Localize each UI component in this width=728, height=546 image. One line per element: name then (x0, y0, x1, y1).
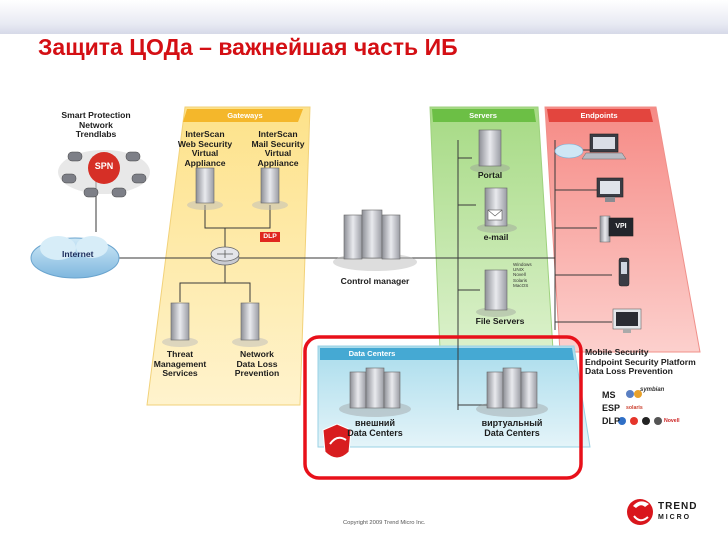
web-security-label: InterScan Web Security Virtual Appliance (177, 129, 233, 168)
spn-title: Smart Protection Network Trendlabs (61, 110, 131, 140)
endpoint-devices (554, 133, 642, 333)
endpoint-rows: MS ESP DLP (602, 390, 621, 426)
trend-micro-logo-ball (627, 499, 653, 525)
router (210, 246, 240, 266)
email-label: e-mail (483, 232, 509, 242)
trend-micro-logo: TREND M I C R O (658, 501, 698, 521)
threat-management-label: Threat Management Services (153, 349, 207, 379)
symbian-logo: symbian (640, 387, 665, 393)
servers-header: Servers (469, 111, 497, 120)
datacenter-clusters (339, 367, 548, 417)
novell-logo: Novell (664, 418, 680, 424)
portal-label: Portal (477, 170, 503, 180)
external-dc-label: внешний Data Centers (347, 418, 403, 438)
spn-badge: SPN (94, 161, 114, 171)
copyright: Copyright 2009 Trend Micro Inc. (343, 520, 426, 526)
shield-graphic (322, 423, 352, 459)
network-dlp-label: Network Data Loss Prevention (234, 349, 280, 379)
datacenters-header: Data Centers (348, 349, 396, 358)
vpi-label: VPI (615, 223, 627, 230)
mail-security-label: InterScan Mail Security Virtual Applianc… (251, 129, 305, 168)
os-list: Windows UNIX Novell Solaris MacOS (513, 262, 532, 288)
control-manager-label: Control manager (340, 276, 410, 286)
header-band (0, 0, 728, 34)
slide-title: Защита ЦОДа – важнейшая часть ИБ (38, 34, 458, 60)
gateway-servers (162, 167, 288, 347)
datacenters-highlight (303, 335, 583, 480)
datacenters-zone (317, 345, 591, 448)
os-logos (618, 390, 662, 425)
server-machines (470, 129, 517, 317)
gateways-header: Gateways (227, 111, 263, 120)
endpoint-products: Mobile Security Endpoint Security Platfo… (585, 347, 696, 377)
internet-label: Internet (62, 249, 94, 259)
spn-cluster (58, 150, 150, 198)
virtual-dc-label: виртуальный Data Centers (481, 418, 543, 438)
dlp-badge: DLP (263, 233, 277, 240)
internet-cloud (30, 236, 120, 279)
control-manager-cluster (333, 209, 417, 271)
solaris-logo: solaris (626, 405, 643, 411)
file-servers-label: File Servers (475, 316, 525, 326)
endpoints-header: Endpoints (580, 111, 618, 120)
